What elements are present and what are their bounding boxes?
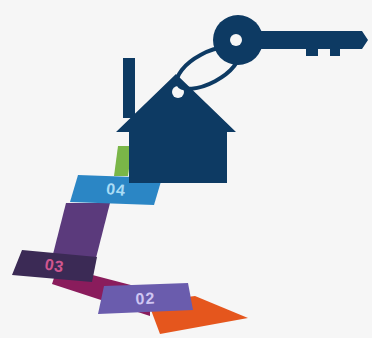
step-band: 04 <box>70 175 162 205</box>
key-hole <box>230 34 242 46</box>
chimney <box>123 58 135 118</box>
key-head <box>213 15 263 65</box>
ribbon-segment <box>52 203 110 258</box>
key-ring <box>171 39 245 97</box>
step-number: 02 <box>97 281 194 318</box>
ribbon-segment <box>114 146 132 176</box>
keyring-hole <box>172 86 184 98</box>
step-band: 02 <box>98 283 193 315</box>
step-number: 04 <box>69 170 164 209</box>
step-number: 03 <box>10 243 99 289</box>
step-band: 03 <box>12 250 97 282</box>
key-blade <box>255 31 368 56</box>
house-shape <box>116 74 236 183</box>
